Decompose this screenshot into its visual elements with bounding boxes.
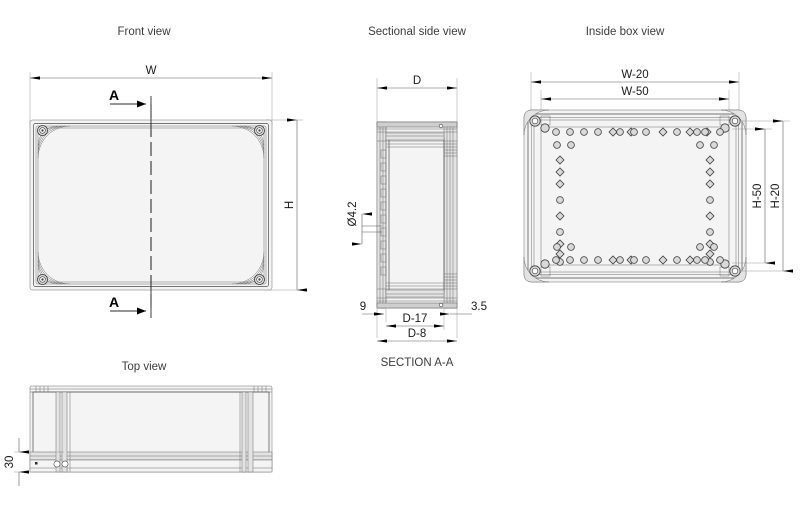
front-section-mark-top: A xyxy=(109,87,152,130)
section-caption: SECTION A-A xyxy=(381,357,454,369)
inside-boss-bottom-left xyxy=(523,256,551,283)
top-view-corner-detail-left xyxy=(35,386,49,392)
inside-height-inner-label: H-50 xyxy=(752,184,764,209)
front-corner-bottom-left xyxy=(37,251,71,285)
section-depth-label: D xyxy=(413,75,421,87)
section-inner-depth-label: D-17 xyxy=(403,313,428,325)
top-view-body xyxy=(29,385,273,473)
front-corner-bottom-right xyxy=(231,251,265,285)
inside-hole-pattern-bottom xyxy=(552,243,724,265)
top-view-height-label: 30 xyxy=(4,456,16,469)
top-view-corner-detail-right xyxy=(253,386,267,392)
front-h-dimension: H xyxy=(266,118,307,292)
inside-box-view-group: Inside box view W-20 W-50 xyxy=(523,26,793,283)
inside-boss-top-left xyxy=(523,109,551,136)
inside-box-body xyxy=(523,109,747,283)
inside-hole-pattern-right xyxy=(705,155,715,266)
inside-hole-pattern-left xyxy=(555,155,565,266)
top-view-group: Top view xyxy=(4,361,273,486)
sectional-side-view-group: Sectional side view D xyxy=(347,26,487,369)
section-d-dimension: D xyxy=(376,75,458,124)
top-view-30-dimension: 30 xyxy=(4,438,64,486)
inside-height-outer-label: H-20 xyxy=(770,184,782,209)
section-offset-left-label: 9 xyxy=(360,301,366,313)
front-view-group: Front view W H xyxy=(29,26,307,318)
section-hole-diameter-label: Ø4.2 xyxy=(347,202,359,227)
front-view-title: Front view xyxy=(117,26,171,38)
section-body xyxy=(376,121,458,309)
section-hole-dimension: Ø4.2 xyxy=(347,202,382,246)
inside-h50-dimension: H-50 xyxy=(732,127,775,265)
section-offset-right-label: 3.5 xyxy=(471,301,487,313)
inside-boss-bottom-right xyxy=(719,256,747,283)
section-bottom-dimensions: 9 3.5 D-17 D-8 xyxy=(360,301,487,343)
section-rib-pattern xyxy=(380,149,387,276)
front-section-mark-bottom: A xyxy=(109,284,152,318)
front-width-label: W xyxy=(146,65,157,77)
front-corner-top-right xyxy=(231,125,265,159)
inside-h20-dimension: H-20 xyxy=(742,119,793,273)
front-section-letter-top: A xyxy=(109,87,119,103)
inside-box-view-title: Inside box view xyxy=(586,26,665,38)
inside-width-inner-label: W-50 xyxy=(621,86,648,98)
inside-width-outer-label: W-20 xyxy=(621,69,648,81)
top-view-vent-hole-2 xyxy=(61,460,69,468)
sectional-side-view-title: Sectional side view xyxy=(368,26,466,38)
top-view-marker-dot xyxy=(35,462,38,465)
front-corner-top-left xyxy=(37,125,71,159)
section-outer-depth-label: D-8 xyxy=(408,328,427,340)
front-corner-details xyxy=(37,125,265,285)
top-view-vent-hole-1 xyxy=(53,460,61,468)
top-view-title: Top view xyxy=(122,361,167,373)
front-section-letter-bottom: A xyxy=(109,294,119,310)
front-w-dimension: W xyxy=(29,65,273,125)
inside-hole-pattern-top xyxy=(552,127,724,149)
front-height-label: H xyxy=(284,201,296,209)
